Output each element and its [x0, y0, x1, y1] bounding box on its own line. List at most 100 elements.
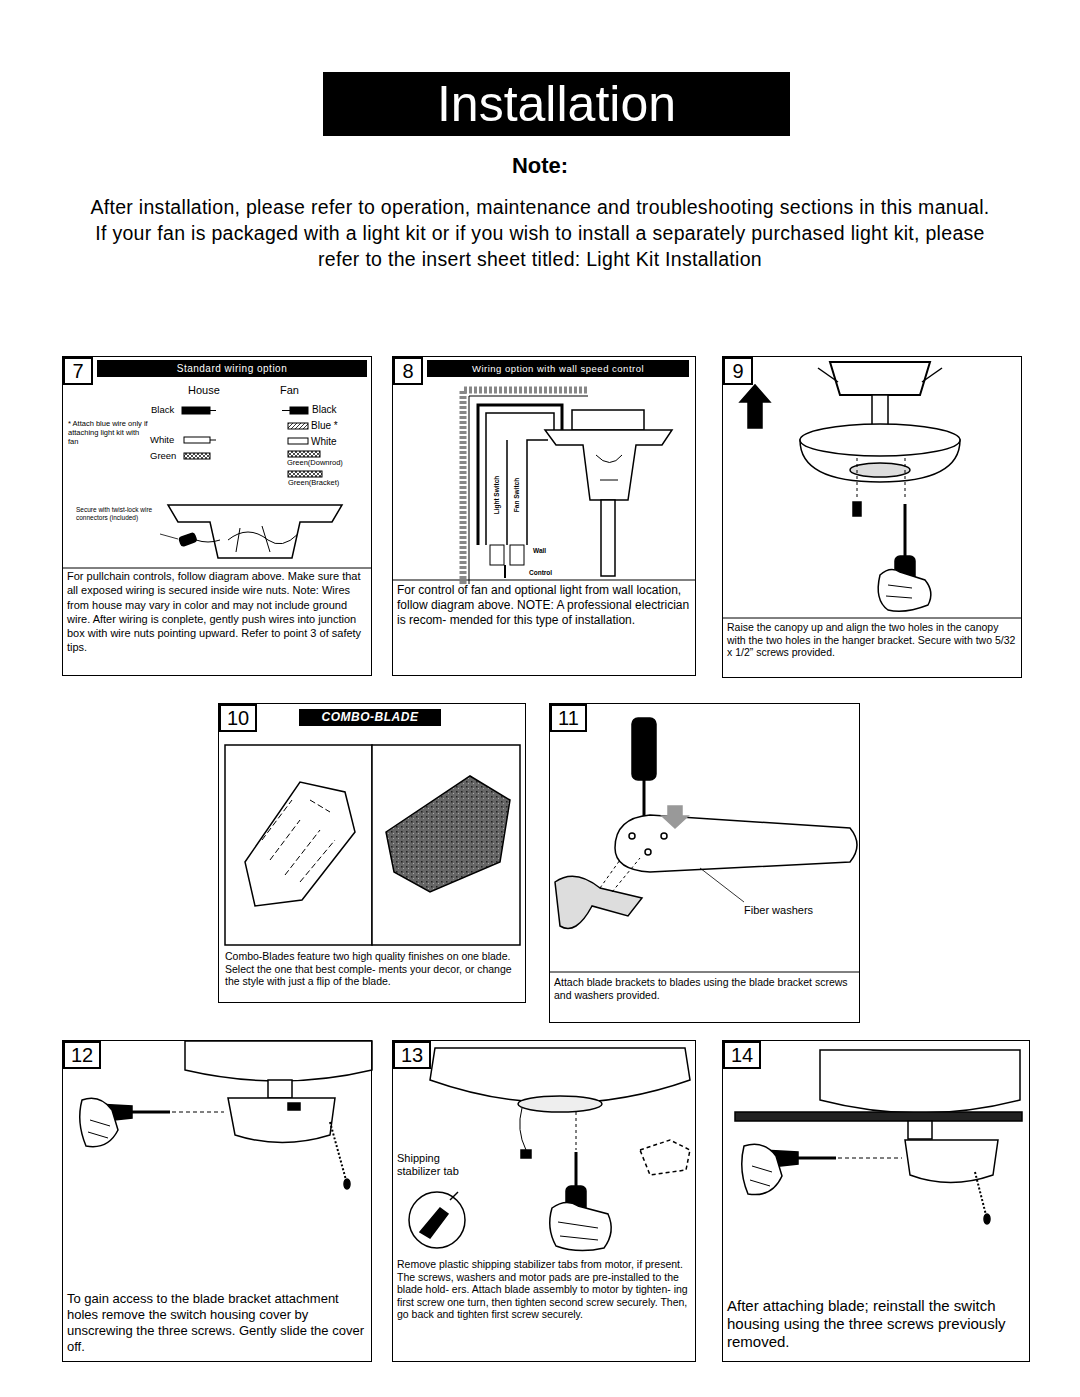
step-number-text: 13	[401, 1044, 423, 1066]
blade-bracket-figure	[661, 833, 667, 839]
motor-assembly-figure	[450, 1192, 458, 1200]
annotation-label: Wall	[533, 547, 546, 554]
step-panel: Raise the canopy up and align the two ho…	[722, 356, 1022, 678]
wire-diagram	[210, 410, 216, 411]
motor-assembly-figure	[575, 1152, 578, 1186]
wall-wiring	[490, 545, 504, 565]
divider-line	[549, 972, 860, 973]
switch-housing-figure	[172, 1112, 224, 1113]
wall-wiring	[469, 396, 588, 584]
annotation-label: Light Switch	[493, 476, 500, 515]
wall-wiring	[510, 545, 524, 565]
annotation-label: Black	[312, 404, 336, 416]
motor-assembly-figure	[430, 1048, 690, 1103]
step-caption: Attach blade brackets to blades using th…	[554, 976, 854, 1001]
step-number-text: 14	[731, 1044, 753, 1066]
reinstall-figure	[838, 1158, 902, 1159]
blade-bracket-figure	[615, 815, 857, 872]
blade-bracket-figure	[632, 718, 656, 780]
annotation-label: Green(Downrod)	[287, 459, 343, 468]
divider-line	[722, 618, 1022, 619]
switch-housing-figure	[185, 1041, 372, 1081]
wire-diagram	[290, 407, 308, 414]
step-number-text: 9	[732, 360, 743, 382]
wire-diagram	[184, 453, 210, 459]
canopy-figure	[905, 458, 906, 500]
motor-assembly-figure	[520, 1108, 526, 1150]
step-number: 12	[63, 1041, 101, 1069]
step-number: 9	[723, 357, 753, 385]
combo-blade-figure	[372, 745, 520, 945]
hanger-bracket	[160, 534, 178, 539]
wall-wiring	[478, 405, 562, 545]
canopy-figure	[800, 424, 960, 456]
blade-bracket-figure	[700, 868, 744, 902]
blade-bracket-figure	[629, 833, 635, 839]
canopy-figure	[878, 570, 931, 612]
header-band: COMBO-BLADE	[299, 709, 441, 726]
wire-diagram	[282, 410, 290, 411]
annotation-label: Green(Bracket)	[288, 479, 339, 488]
bracket-downrod	[545, 430, 672, 500]
header-text: Standard wiring option	[177, 363, 288, 374]
bracket-downrod	[572, 410, 644, 430]
combo-blade-figure	[225, 745, 372, 945]
combo-blade-figure	[386, 776, 510, 892]
bracket-downrod	[596, 455, 622, 480]
reinstall-figure	[905, 1140, 998, 1183]
blade-bracket-figure	[662, 806, 688, 828]
switch-housing-figure	[80, 1041, 372, 1189]
wall-wiring	[463, 390, 588, 584]
wire-diagram	[182, 407, 210, 414]
divider-line	[62, 568, 1022, 972]
annotation-label: Note:	[440, 153, 640, 178]
canopy-figure	[818, 368, 838, 382]
step-caption: To gain access to the blade bracket atta…	[67, 1291, 367, 1355]
annotation-label: After installation, please refer to oper…	[90, 194, 990, 272]
motor-assembly-figure	[420, 1208, 448, 1238]
step-caption: For control of fan and optional light fr…	[397, 583, 691, 628]
switch-housing-figure	[228, 1098, 335, 1143]
motor-assembly-figure	[576, 1112, 577, 1150]
motor-assembly-figure	[409, 1192, 465, 1248]
reinstall-figure	[908, 1121, 932, 1139]
reinstall-figure	[735, 1112, 1022, 1121]
title-band: Installation	[323, 72, 790, 136]
reinstall-figure	[820, 1050, 1020, 1113]
wire-diagram	[184, 437, 210, 443]
step-number: 14	[723, 1041, 761, 1069]
hanger-bracket	[160, 505, 342, 558]
header-band: Standard wiring option	[97, 360, 367, 377]
wire-diagram	[288, 471, 322, 477]
reinstall-figure	[796, 1157, 836, 1160]
annotation-label: Fan Switch	[513, 478, 520, 512]
annotation-label: Green	[150, 451, 176, 462]
blade-bracket-figure	[555, 876, 642, 928]
reinstall-figure	[750, 1166, 772, 1186]
step-panel: To gain access to the blade bracket atta…	[62, 1040, 372, 1362]
hanger-bracket	[168, 505, 342, 558]
switch-housing-figure	[88, 1120, 110, 1138]
wire-diagram	[288, 423, 308, 429]
step-caption: After attaching blade; reinstall the swi…	[727, 1297, 1025, 1351]
page-title: Installation	[437, 75, 676, 133]
step-panel: Attach blade brackets to blades using th…	[549, 703, 860, 1023]
motor-assembly-figure	[550, 1202, 611, 1250]
bracket-downrod	[545, 410, 672, 576]
blade-bracket-figure	[555, 718, 857, 929]
wall-wiring	[506, 440, 508, 545]
blade-bracket-figure	[600, 858, 640, 892]
canopy-figure	[853, 502, 861, 516]
canopy-figure	[830, 362, 930, 395]
wire-diagram	[288, 438, 308, 444]
step-number-text: 7	[72, 360, 83, 382]
switch-housing-figure	[344, 1179, 350, 1189]
annotation-label: Blue *	[311, 420, 338, 432]
switch-housing-figure	[330, 1122, 346, 1180]
switch-housing-figure	[80, 1098, 118, 1146]
hanger-bracket	[179, 533, 197, 547]
canopy-figure	[857, 458, 858, 500]
motor-assembly-figure	[558, 1222, 598, 1240]
step-caption: Remove plastic shipping stabilizer tabs …	[397, 1258, 691, 1321]
step-caption: Raise the canopy up and align the two ho…	[727, 621, 1019, 659]
